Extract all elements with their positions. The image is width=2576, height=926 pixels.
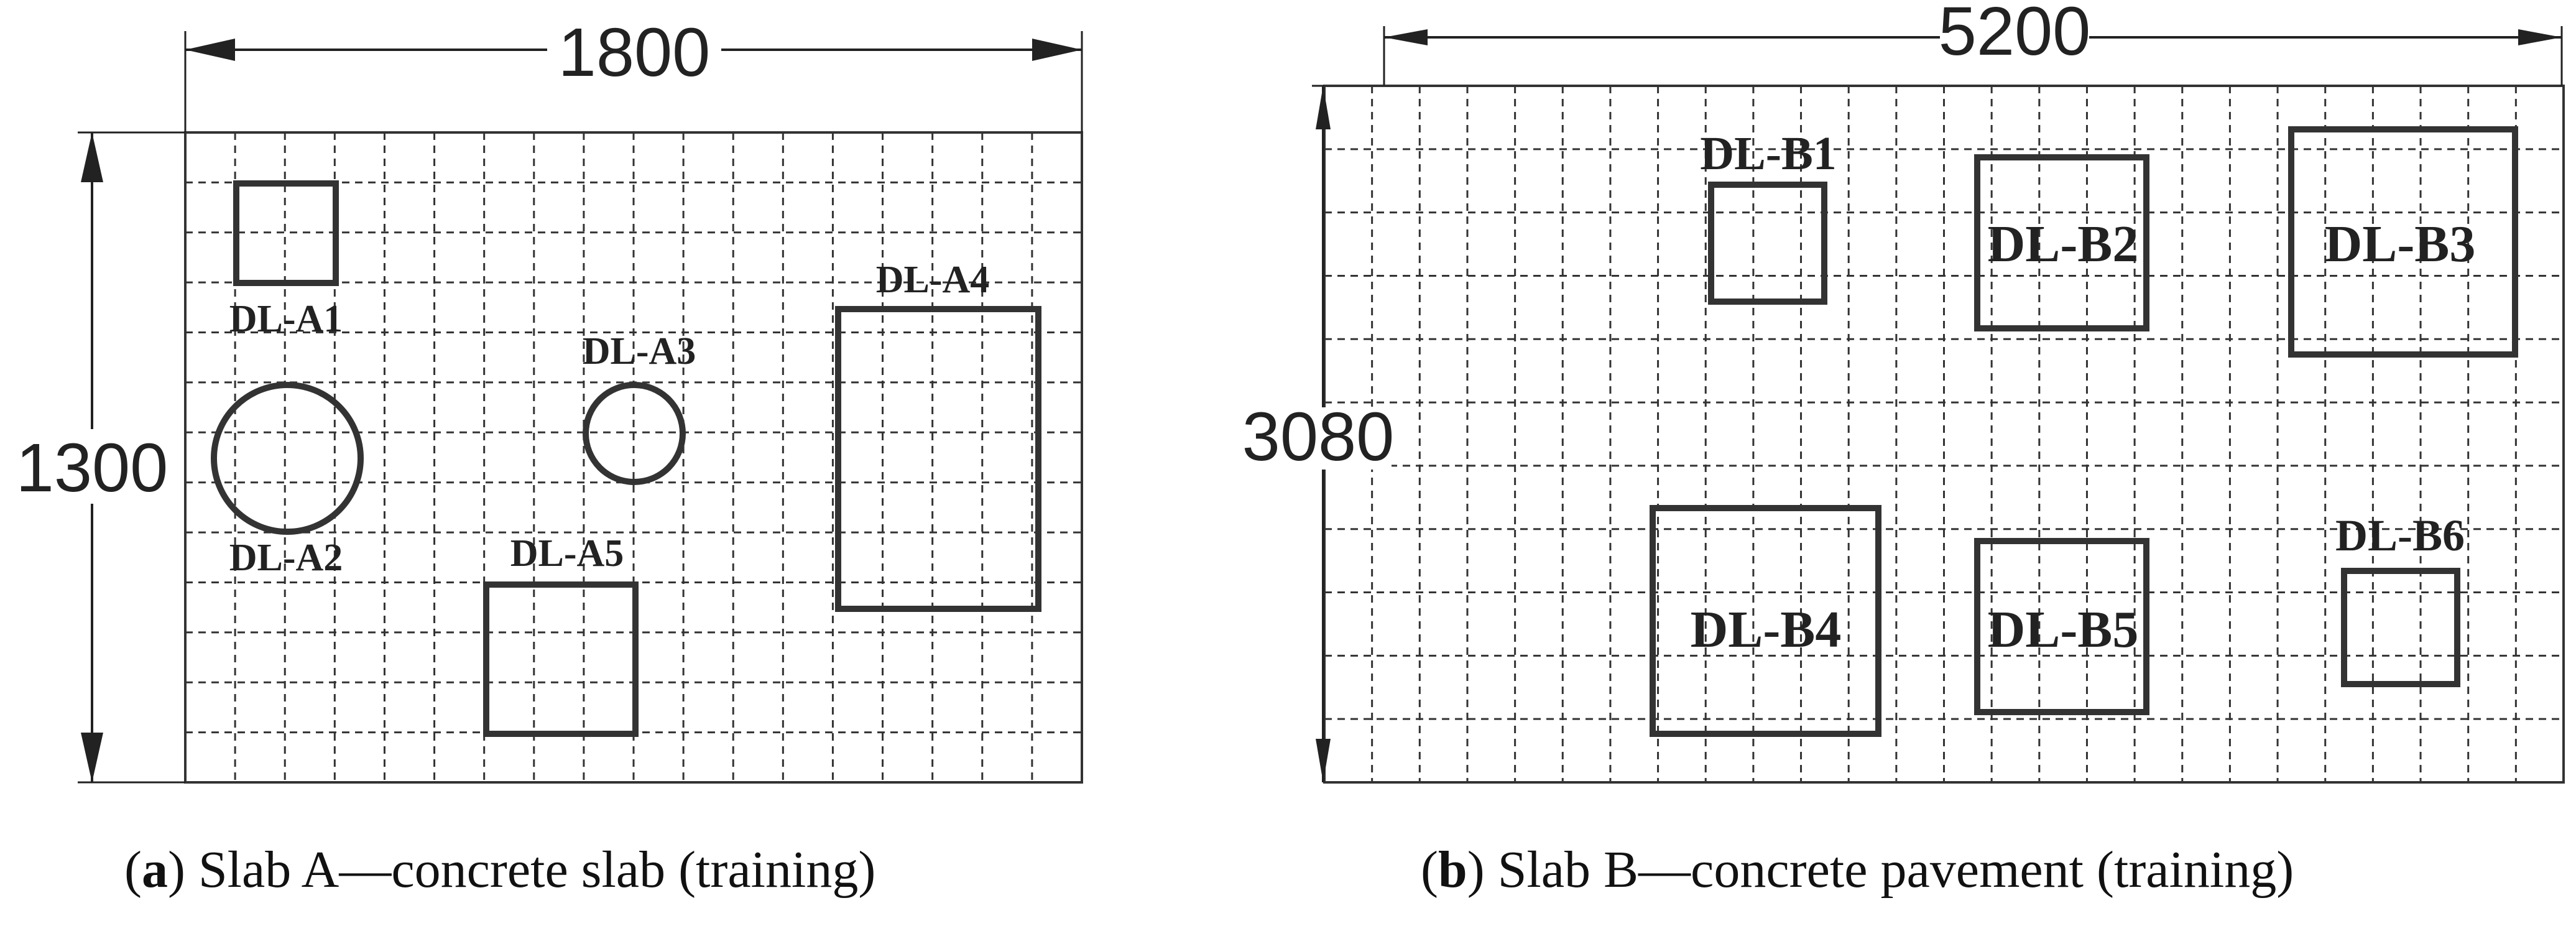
panel-a-height-label: 1300 bbox=[16, 430, 169, 506]
panel-a-width-arrow-right bbox=[1032, 39, 1082, 61]
defect-b5-outline bbox=[1974, 538, 2149, 715]
defect-a5-outline bbox=[483, 581, 639, 737]
panel-b-height-arrow-top bbox=[1316, 86, 1331, 129]
panel-a-height-arrow-bottom bbox=[81, 733, 103, 782]
defect-b1-outline bbox=[1708, 182, 1827, 305]
defect-b3-label: DL-B3 bbox=[2325, 215, 2476, 273]
defect-a3-outline bbox=[583, 382, 686, 485]
defect-a3-label: DL-A3 bbox=[583, 330, 696, 373]
panel-b-caption-letter: b bbox=[1438, 841, 1467, 899]
panel-b-height-label-bg bbox=[1250, 407, 1392, 470]
panel-b-width-label-bg bbox=[1940, 9, 2089, 60]
panel-b-height-label: 3080 bbox=[1242, 399, 1395, 475]
defect-b1-label: DL-B1 bbox=[1700, 127, 1837, 180]
defect-b4-outline bbox=[1650, 505, 1881, 737]
defect-a4-label: DL-A4 bbox=[876, 259, 990, 301]
panel-b-caption-text: Slab B—concrete pavement (training) bbox=[1497, 841, 2294, 899]
defect-a2-label: DL-A2 bbox=[229, 537, 343, 579]
panel-a-caption-text: Slab A—concrete slab (training) bbox=[198, 841, 876, 899]
panel-b: 5200 3080 DL-B1 DL-B2 DL-B3 DL-B4 DL-B5 … bbox=[1242, 0, 2565, 784]
panel-a-caption: (a) Slab A—concrete slab (training) bbox=[124, 841, 876, 899]
defect-a5-label: DL-A5 bbox=[510, 532, 624, 575]
defect-b3-outline bbox=[2288, 126, 2518, 358]
defect-b2-outline bbox=[1974, 154, 2149, 331]
panel-a-caption-letter: a bbox=[141, 841, 168, 899]
panel-b-width-arrow-right bbox=[2518, 29, 2562, 45]
defect-b6-outline bbox=[2341, 568, 2460, 687]
panel-a-height-arrow-top bbox=[81, 132, 103, 182]
panel-a-width-label: 1800 bbox=[558, 14, 711, 91]
defect-a2-outline bbox=[211, 382, 364, 535]
defect-b6-label: DL-B6 bbox=[2335, 511, 2465, 560]
panel-b-width-arrow-left bbox=[1384, 29, 1428, 45]
panel-a-width-arrow-left bbox=[185, 39, 235, 61]
defect-b2-label: DL-B2 bbox=[1988, 215, 2139, 273]
panel-b-height-arrow-bottom bbox=[1316, 739, 1331, 782]
panel-a: 1800 1300 DL-A1 DL-A2 DL-A3 DL-A4 DL-A5 bbox=[12, 14, 1083, 784]
panel-b-caption: (b) Slab B—concrete pavement (training) bbox=[1421, 841, 2294, 899]
panel-b-grid bbox=[1324, 86, 2564, 782]
panel-a-height-label-bg bbox=[12, 429, 174, 504]
defect-a4-outline bbox=[835, 306, 1041, 612]
panel-b-width-label: 5200 bbox=[1939, 0, 2091, 70]
defect-b5-label: DL-B5 bbox=[1988, 601, 2139, 659]
defect-a1-outline bbox=[233, 180, 339, 286]
panel-a-slab-outline bbox=[184, 131, 1083, 784]
defect-a1-label: DL-A1 bbox=[229, 298, 343, 340]
defect-b4-label: DL-B4 bbox=[1691, 601, 1842, 659]
panel-a-width-label-bg bbox=[547, 19, 721, 81]
